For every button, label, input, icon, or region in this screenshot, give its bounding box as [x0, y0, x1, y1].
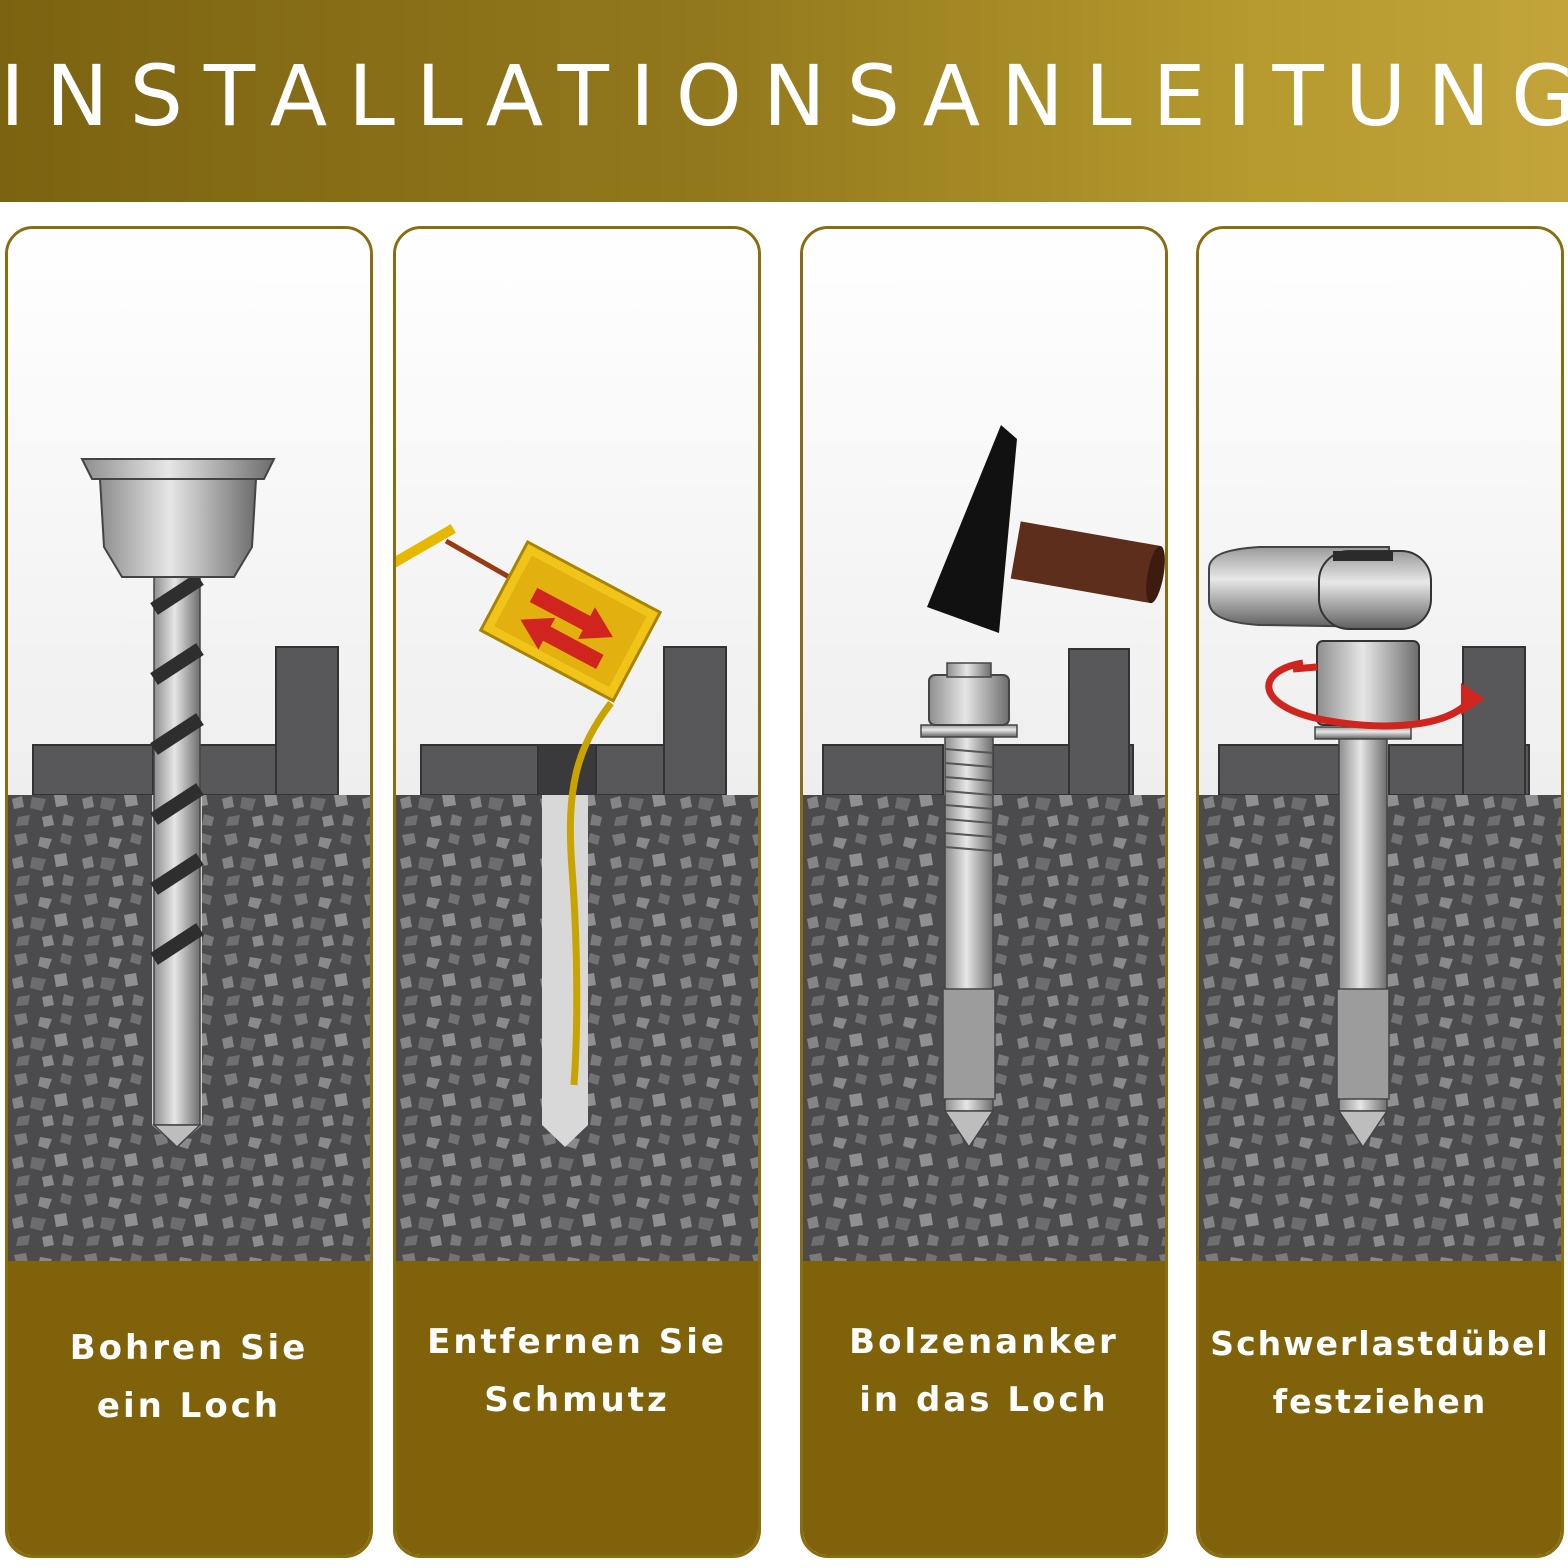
step-panel-1: Bohren Sie ein Loch [5, 226, 373, 1558]
step-4-line-2: festziehen [1272, 1382, 1488, 1421]
hammer-icon [803, 229, 1165, 1265]
step-2-line-1: Entfernen Sie [427, 1322, 727, 1362]
step-1-line-2: ein Loch [96, 1386, 282, 1426]
step-caption-2: Entfernen Sie Schmutz [396, 1261, 758, 1555]
step-panel-2: Entfernen Sie Schmutz [393, 226, 761, 1558]
step-caption-3: Bolzenanker in das Loch [803, 1261, 1165, 1555]
wrench-icon [1199, 229, 1561, 1265]
blower-pump-icon [396, 229, 758, 1265]
step-2-line-2: Schmutz [484, 1380, 670, 1420]
step-4-line-1: Schwerlastdübel [1210, 1324, 1550, 1363]
step-3-line-1: Bolzenanker [849, 1322, 1119, 1362]
page-title: INSTALLATIONSANLEITUNG [0, 47, 1568, 145]
header-banner: INSTALLATIONSANLEITUNG [0, 0, 1568, 202]
drill-bit-icon [8, 229, 370, 1265]
step-panel-4: Schwerlastdübel festziehen [1196, 226, 1564, 1558]
step-caption-1: Bohren Sie ein Loch [8, 1261, 370, 1555]
step-1-line-1: Bohren Sie [69, 1328, 309, 1368]
step-caption-4: Schwerlastdübel festziehen [1199, 1261, 1561, 1555]
step-3-line-2: in das Loch [859, 1380, 1109, 1420]
step-panel-3: Bolzenanker in das Loch [800, 226, 1168, 1558]
